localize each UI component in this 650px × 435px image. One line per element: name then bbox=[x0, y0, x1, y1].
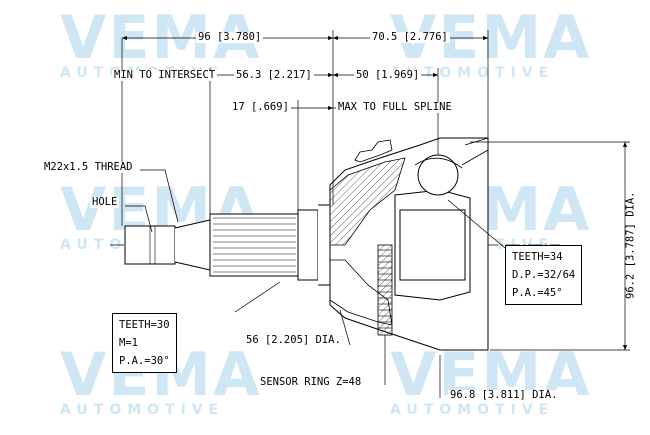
outer-module: M=1 bbox=[119, 337, 138, 349]
outer-teeth: TEETH=30 bbox=[119, 319, 170, 331]
dim-inner-dia: 96.2 [3.787] DIA. bbox=[624, 189, 637, 301]
dim-body-dia: 96.8 [3.811] DIA. bbox=[448, 389, 560, 401]
dim-hole: HOLE bbox=[90, 196, 120, 208]
shaft-neck bbox=[174, 219, 211, 271]
ball bbox=[417, 154, 459, 196]
shaft-shoulder bbox=[297, 209, 319, 281]
sensor-ring-teeth bbox=[378, 249, 392, 329]
dim-sensor-ring: SENSOR RING Z=48 bbox=[258, 376, 364, 388]
dim-outer-length: 70.5 [2.776] bbox=[370, 31, 450, 43]
dim-thread: M22x1.5 THREAD bbox=[42, 161, 135, 173]
inner-spline-spec: TEETH=34 D.P.=32/64 P.A.=45° bbox=[505, 245, 583, 305]
dim-seal-dia: 56 [2.205] DIA. bbox=[244, 334, 343, 346]
dim-overall-length: 96 [3.780] bbox=[196, 31, 264, 43]
inner-bore bbox=[399, 209, 466, 281]
dim-shaft-length: 56.3 [2.217] bbox=[234, 69, 314, 81]
sensor-ring bbox=[377, 244, 393, 336]
watermark-sub: AUTOMOTIVE bbox=[60, 402, 225, 418]
housing-section bbox=[329, 157, 406, 246]
outer-spline-spec: TEETH=30 M=1 P.A.=30° bbox=[112, 313, 177, 373]
splined-shaft bbox=[209, 213, 299, 277]
inner-teeth: TEETH=34 bbox=[512, 251, 563, 263]
dim-max-to-full-spline: MAX TO FULL SPLINE bbox=[336, 101, 454, 113]
boot-clamp bbox=[354, 139, 393, 163]
watermark-bottom-left: VEMA AUTOMOTIVE bbox=[60, 345, 262, 417]
inner-pressure-angle: P.A.=45° bbox=[512, 287, 563, 299]
inner-diametral-pitch: D.P.=32/64 bbox=[512, 269, 576, 281]
dim-spline-length: 17 [.669] bbox=[230, 101, 291, 113]
dim-bell-length: 50 [1.969] bbox=[354, 69, 422, 81]
watermark-sub: AUTOMOTIVE bbox=[390, 402, 555, 418]
spline-lines bbox=[213, 217, 296, 273]
outer-pressure-angle: P.A.=30° bbox=[119, 355, 170, 367]
dim-min-to-intersect: MIN TO INTERSECT bbox=[112, 69, 218, 81]
